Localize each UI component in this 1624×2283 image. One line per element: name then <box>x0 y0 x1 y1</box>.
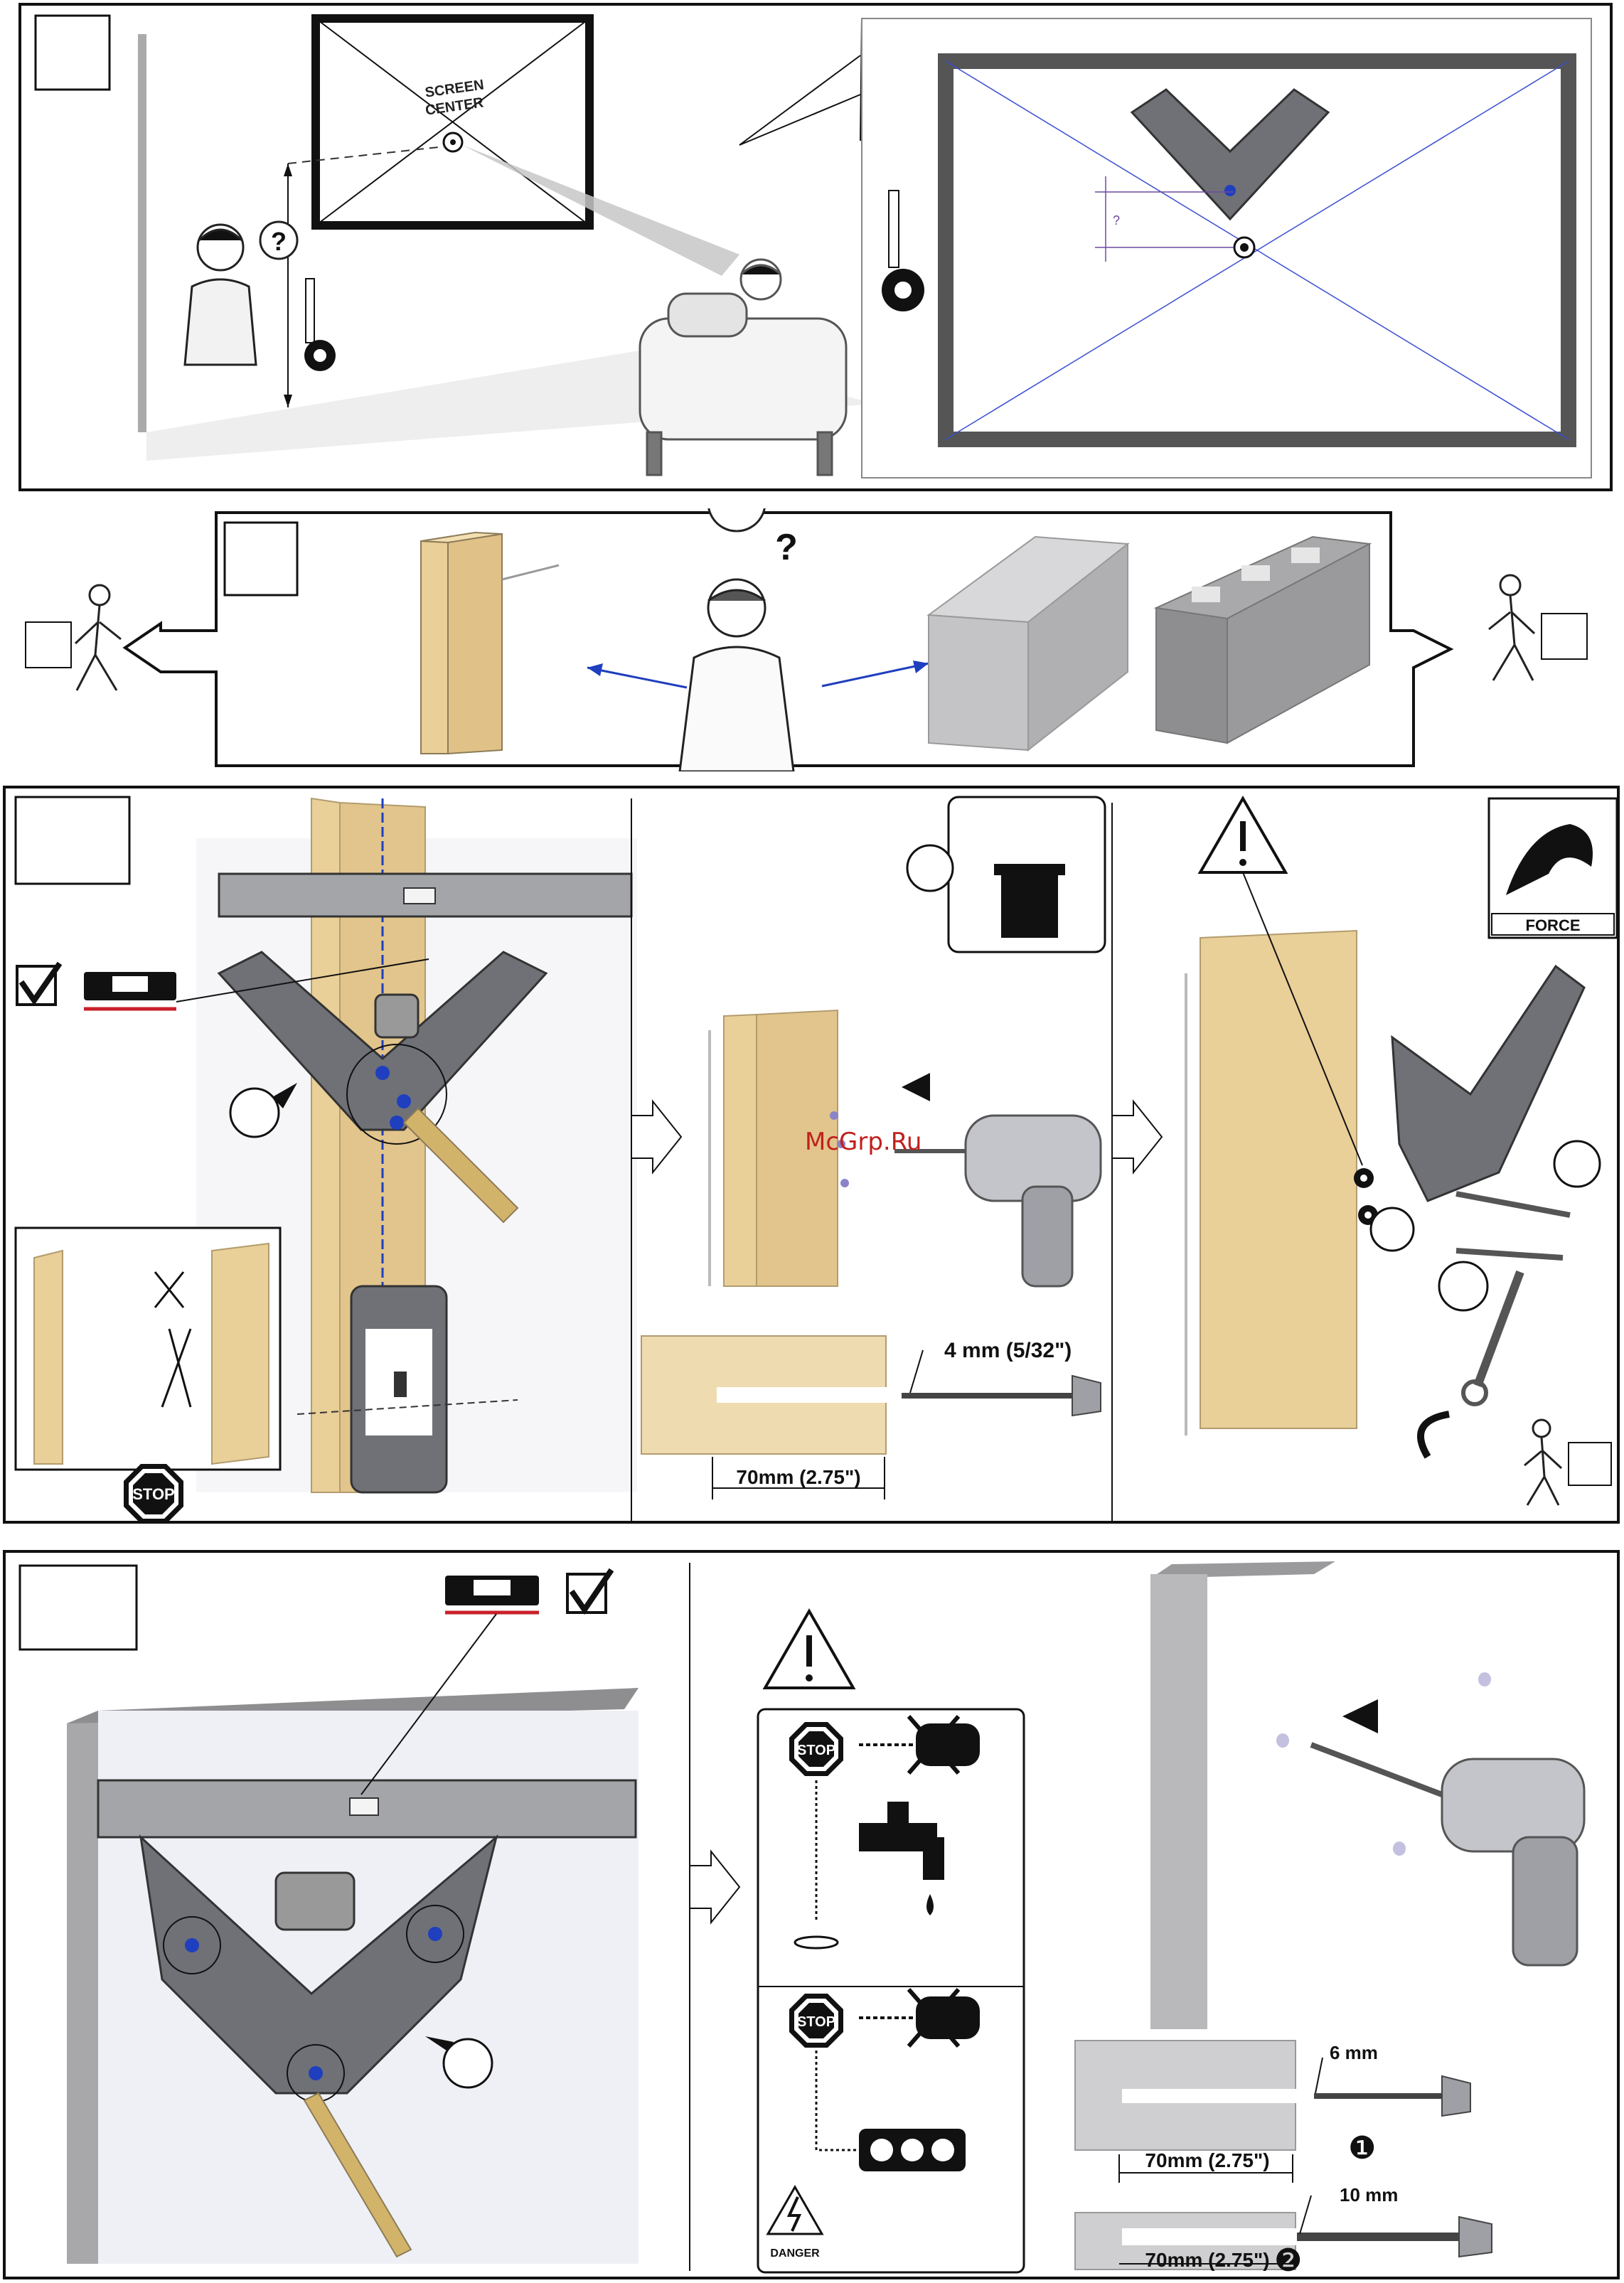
concrete-wall-edge <box>1150 1574 1207 2029</box>
level-vial <box>350 1798 378 1815</box>
step-marker-2: ❷ <box>1274 2243 1302 2278</box>
pointer-line <box>822 663 929 686</box>
panel-wall-type: ? <box>18 508 1613 771</box>
spirit-level-icon <box>84 972 176 1009</box>
callout-line <box>1300 2196 1311 2234</box>
pilot-hole <box>1276 1733 1289 1748</box>
panel-concrete-install: STOP STOP <box>3 1550 1620 2279</box>
arrow-left-icon <box>1342 1699 1378 1733</box>
arrow-down-icon <box>284 395 292 407</box>
checkmark-icon <box>17 963 60 1005</box>
stud-finder-icon <box>351 1286 447 1492</box>
pointer-line <box>587 668 687 688</box>
callout-pointer <box>739 55 860 145</box>
drill-depth-label: 70mm (2.75") <box>736 1466 860 1488</box>
callout-line <box>910 1350 923 1393</box>
power-drill-icon <box>1311 1745 1584 1965</box>
detail-callout-box <box>862 18 1591 478</box>
checkmark-icon <box>567 1570 611 1613</box>
danger-label: DANGER <box>770 2247 820 2260</box>
arrow-up-icon <box>284 164 292 176</box>
drill-size-label-1: 6 mm <box>1330 2042 1378 2063</box>
hazard-check-box <box>758 1709 1024 2272</box>
walking-person-icon <box>1524 1420 1561 1505</box>
walking-person-icon <box>75 585 121 690</box>
callout-line <box>1315 2058 1323 2093</box>
panel-screen-center: SCREEN CENTER ? <box>18 3 1613 491</box>
drill-hole-depth <box>717 1387 887 1403</box>
concrete-install-illustration: STOP STOP <box>6 1553 1623 2282</box>
step-number-box <box>16 797 129 884</box>
arrow-left-icon <box>902 1073 930 1101</box>
pilot-hole <box>830 1111 838 1120</box>
step-marker-1: ❶ <box>1348 2131 1376 2166</box>
wood-install-illustration: STOP McGrp.Ru 70mm (2.75") <box>6 788 1623 1527</box>
screen-center-icon <box>444 133 462 151</box>
pilot-hole <box>1393 1841 1406 1856</box>
level-vial <box>404 888 435 904</box>
warning-triangle-icon <box>1200 798 1286 872</box>
walking-box <box>26 622 71 668</box>
screen-center-illustration: SCREEN CENTER ? <box>21 6 1615 494</box>
callout-pointer <box>739 95 860 145</box>
concrete-block-icon <box>929 537 1128 750</box>
stop-label-water: STOP <box>797 1743 835 1758</box>
wood-stud-icon <box>421 533 559 754</box>
next-step-arrow-icon <box>690 1851 739 1923</box>
tape-measure-icon <box>304 279 336 371</box>
drill-hole-depth <box>1122 2228 1297 2245</box>
drill-bit-icon <box>1314 2076 1470 2116</box>
drill-bit-icon <box>902 1376 1101 1416</box>
pilot-hole <box>840 1179 849 1187</box>
question-mark: ? <box>775 527 798 568</box>
watermark-text: McGrp.Ru <box>805 1128 921 1156</box>
drill-hole-depth <box>1122 2089 1297 2103</box>
walking-person-icon <box>1489 575 1534 680</box>
next-step-arrow-icon <box>631 1101 681 1172</box>
step-number-box <box>36 16 109 90</box>
force-label: FORCE <box>1526 916 1581 934</box>
step-number-box <box>20 1566 137 1650</box>
armchair-viewer-figure <box>640 260 846 475</box>
arrow-right-icon <box>913 661 929 673</box>
panel-wood-install: STOP McGrp.Ru 70mm (2.75") <box>3 786 1620 1524</box>
power-drill-icon <box>894 1116 1101 1286</box>
drill-size-label-2: 10 mm <box>1340 2184 1398 2206</box>
drill-size-label: 4 mm (5/32") <box>944 1339 1072 1362</box>
drill-bit-icon <box>1297 2217 1492 2257</box>
discard-accessory-box <box>907 797 1105 952</box>
walking-box <box>1569 1443 1611 1485</box>
wood-stud <box>724 1015 757 1286</box>
question-mark: ? <box>271 227 287 256</box>
warning-triangle-icon <box>765 1611 853 1688</box>
cinder-block-icon <box>1156 537 1369 743</box>
measure-question-mark: ? <box>1113 213 1120 228</box>
rotate-arrow-icon <box>1421 1414 1449 1457</box>
step-number-box <box>225 523 297 595</box>
wall-type-illustration: ? <box>18 508 1613 771</box>
stop-label: STOP <box>132 1485 175 1503</box>
spirit-level-icon <box>445 1576 539 1613</box>
next-step-arrow-icon <box>1112 1101 1162 1172</box>
concrete-wall-edge <box>67 1711 98 2264</box>
detail-center-icon <box>1234 237 1254 257</box>
wood-stud <box>1200 931 1357 1428</box>
drill-depth-label-1: 70mm (2.75") <box>1145 2149 1269 2171</box>
arrow-left-icon <box>587 663 603 676</box>
walking-box <box>1542 614 1587 659</box>
lag-bolt-icon <box>1456 1194 1570 1258</box>
drill-depth-label-2: 70mm (2.75") <box>1145 2249 1269 2271</box>
stop-label-electric: STOP <box>797 2014 835 2030</box>
pilot-hole <box>1478 1672 1491 1686</box>
